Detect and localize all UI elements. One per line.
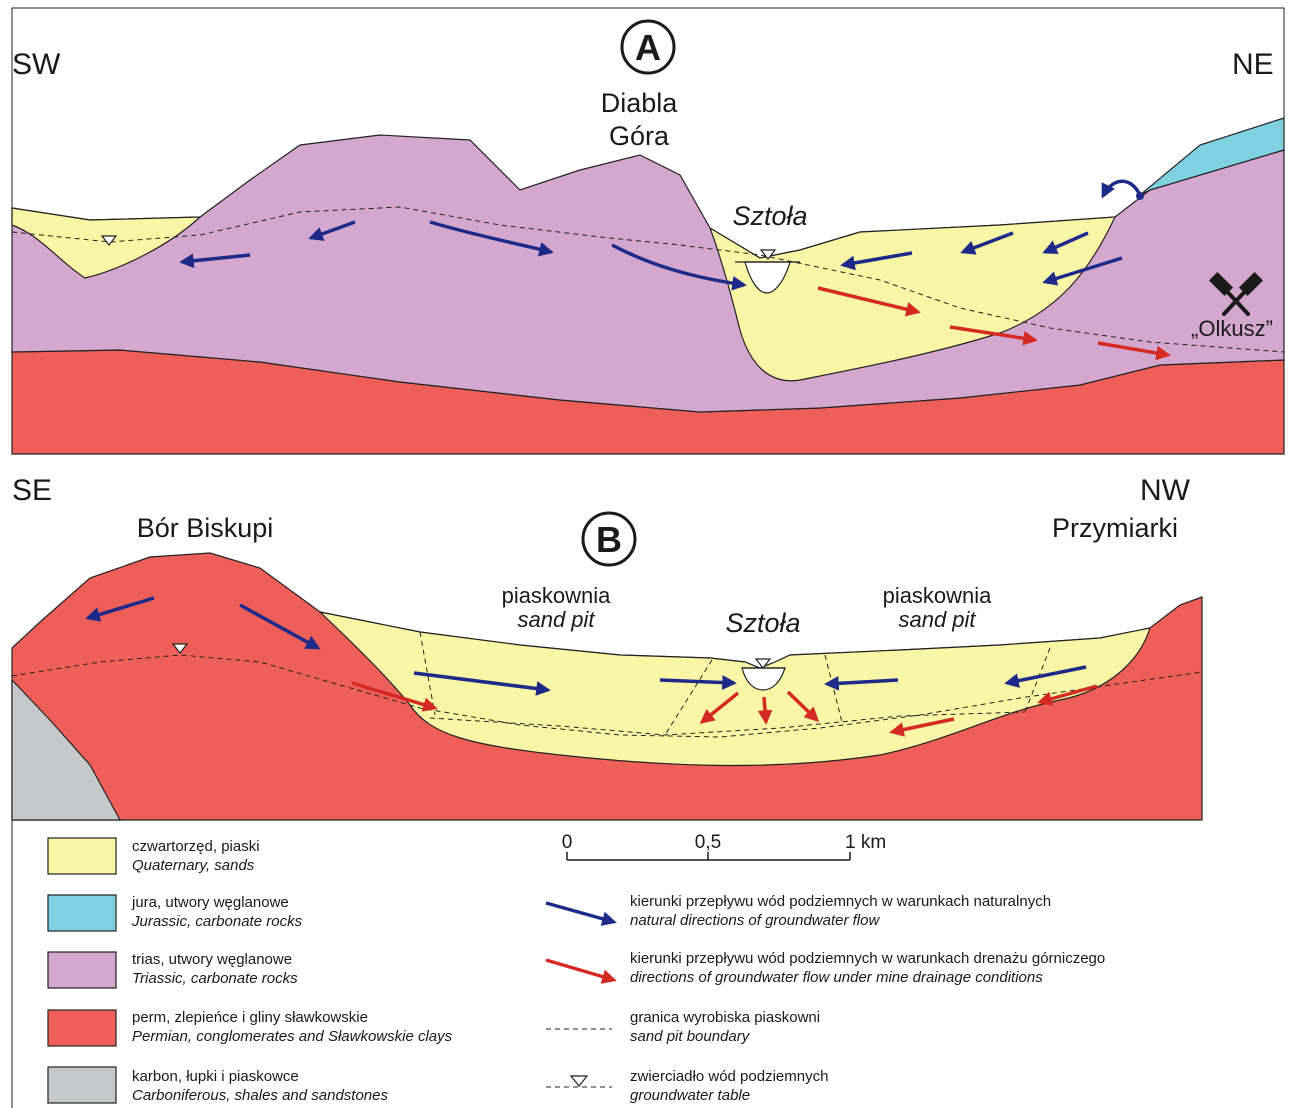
flow-arrow-drainage [764, 697, 766, 722]
section-b-badge: B [596, 519, 622, 560]
section-a: SW NE A Diabla Góra Sztoła „Olkusz” [12, 8, 1284, 454]
river-label-b: Sztoła [725, 608, 800, 638]
legend-sandpit-en: sand pit boundary [630, 1028, 751, 1045]
legend-carboniferous-pl: karbon, łupki i piaskowce [132, 1068, 299, 1085]
legend-quaternary-en: Quaternary, sands [132, 857, 255, 874]
legend-watertable-pl: zwierciadło wód podziemnych [630, 1068, 828, 1085]
sandpit-left-pl: piaskownia [502, 583, 612, 608]
legend-triassic-pl: trias, utwory węglanowe [132, 951, 292, 968]
section-a-left-direction: SW [12, 48, 61, 81]
legend-permian-pl: perm, zlepieńce i gliny sławkowskie [132, 1009, 368, 1026]
legend-natural-arrow [546, 903, 614, 922]
legend: czwartorzęd, piaski Quaternary, sands ju… [12, 820, 1105, 1108]
section-b-left-direction: SE [12, 474, 52, 507]
legend-jurassic-en: Jurassic, carbonate rocks [131, 913, 303, 930]
sandpit-right-pl: piaskownia [883, 583, 993, 608]
section-b: SE NW Bór Biskupi Przymiarki B piaskowni… [12, 474, 1202, 820]
legend-triassic-en: Triassic, carbonate rocks [132, 970, 298, 987]
section-a-right-direction: NE [1232, 48, 1274, 81]
legend-drainage-arrow [546, 960, 614, 980]
legend-watertable-symbol [571, 1076, 587, 1086]
mine-label: „Olkusz” [1191, 316, 1273, 341]
legend-swatch-carboniferous [48, 1067, 116, 1103]
place-bor-biskupi: Bór Biskupi [137, 513, 274, 543]
place-gora: Góra [609, 121, 670, 151]
scale-tick-0: 0 [562, 832, 573, 853]
river-label-a: Sztoła [732, 201, 807, 231]
legend-sandpit-pl: granica wyrobiska piaskowni [630, 1009, 820, 1026]
legend-drainage-en: directions of groundwater flow under min… [630, 969, 1043, 986]
legend-drainage-pl: kierunki przepływu wód podziemnych w war… [630, 950, 1105, 967]
scale-bar: 0 0,5 1 km [562, 832, 886, 860]
legend-jurassic-pl: jura, utwory węglanowe [131, 894, 289, 911]
legend-swatch-permian [48, 1010, 116, 1046]
sandpit-left-en: sand pit [517, 607, 595, 632]
scale-tick-half: 0,5 [695, 832, 721, 853]
legend-natural-pl: kierunki przepływu wód podziemnych w war… [630, 893, 1051, 910]
legend-swatch-jurassic [48, 895, 116, 931]
section-a-badge: A [635, 27, 661, 68]
legend-permian-en: Permian, conglomerates and Sławkowskie c… [132, 1028, 453, 1045]
sandpit-right-en: sand pit [898, 607, 976, 632]
legend-natural-en: natural directions of groundwater flow [630, 912, 880, 929]
place-przymiarki: Przymiarki [1052, 513, 1178, 543]
legend-quaternary-pl: czwartorzęd, piaski [132, 838, 260, 855]
scale-tick-1km: 1 km [845, 832, 886, 853]
legend-carboniferous-en: Carboniferous, shales and sandstones [132, 1087, 388, 1104]
legend-swatch-quaternary [48, 838, 116, 874]
legend-swatch-triassic [48, 952, 116, 988]
spring-point [1136, 192, 1144, 200]
section-b-right-direction: NW [1140, 474, 1191, 507]
place-diabla: Diabla [601, 88, 679, 118]
flow-arrow-natural [1103, 181, 1140, 196]
legend-watertable-en: groundwater table [630, 1087, 750, 1104]
